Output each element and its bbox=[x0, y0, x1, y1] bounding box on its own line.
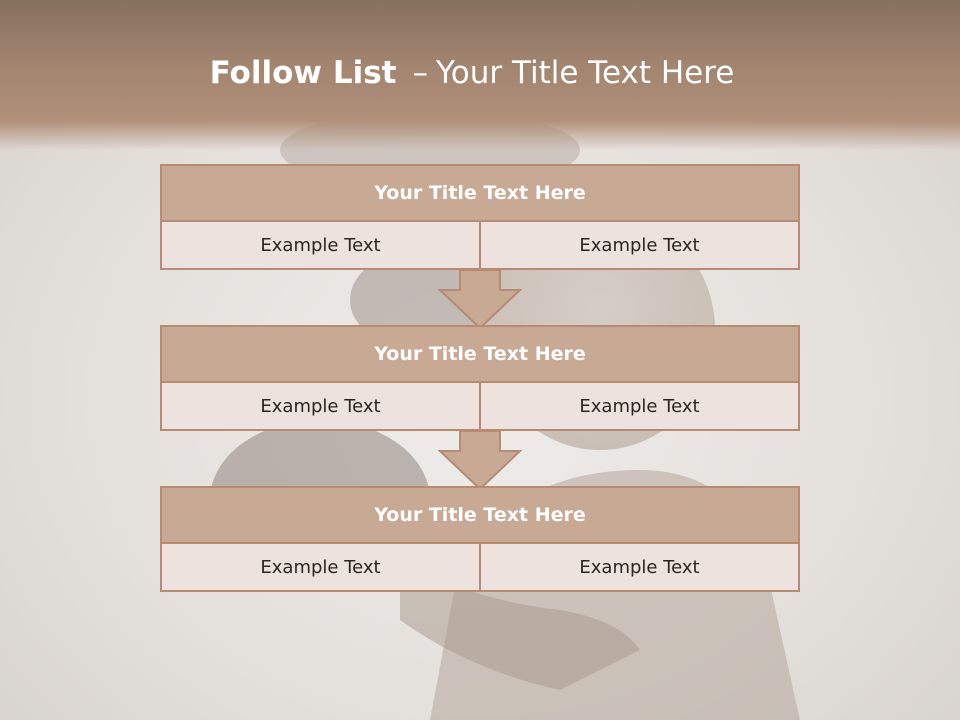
block-cell-left: Example Text bbox=[162, 383, 479, 429]
list-block-1: Your Title Text Here Example Text Exampl… bbox=[160, 164, 800, 270]
block-title: Your Title Text Here bbox=[162, 166, 798, 222]
slide-title-dash: – bbox=[412, 55, 428, 91]
down-arrow-icon bbox=[438, 270, 522, 330]
slide-title-bold: Follow List bbox=[209, 55, 397, 91]
block-cell-right: Example Text bbox=[479, 383, 798, 429]
block-cell-right: Example Text bbox=[479, 222, 798, 268]
block-cells: Example Text Example Text bbox=[162, 544, 798, 590]
block-title: Your Title Text Here bbox=[162, 327, 798, 383]
down-arrow-icon bbox=[438, 431, 522, 491]
slide-title-rest: Your Title Text Here bbox=[435, 55, 735, 91]
list-block-2: Your Title Text Here Example Text Exampl… bbox=[160, 325, 800, 431]
list-block-3: Your Title Text Here Example Text Exampl… bbox=[160, 486, 800, 592]
title-band bbox=[0, 0, 960, 150]
block-title: Your Title Text Here bbox=[162, 488, 798, 544]
block-cells: Example Text Example Text bbox=[162, 222, 798, 268]
block-cell-right: Example Text bbox=[479, 544, 798, 590]
block-cells: Example Text Example Text bbox=[162, 383, 798, 429]
block-cell-left: Example Text bbox=[162, 544, 479, 590]
block-cell-left: Example Text bbox=[162, 222, 479, 268]
slide-title: Follow List–Your Title Text Here bbox=[0, 55, 944, 91]
